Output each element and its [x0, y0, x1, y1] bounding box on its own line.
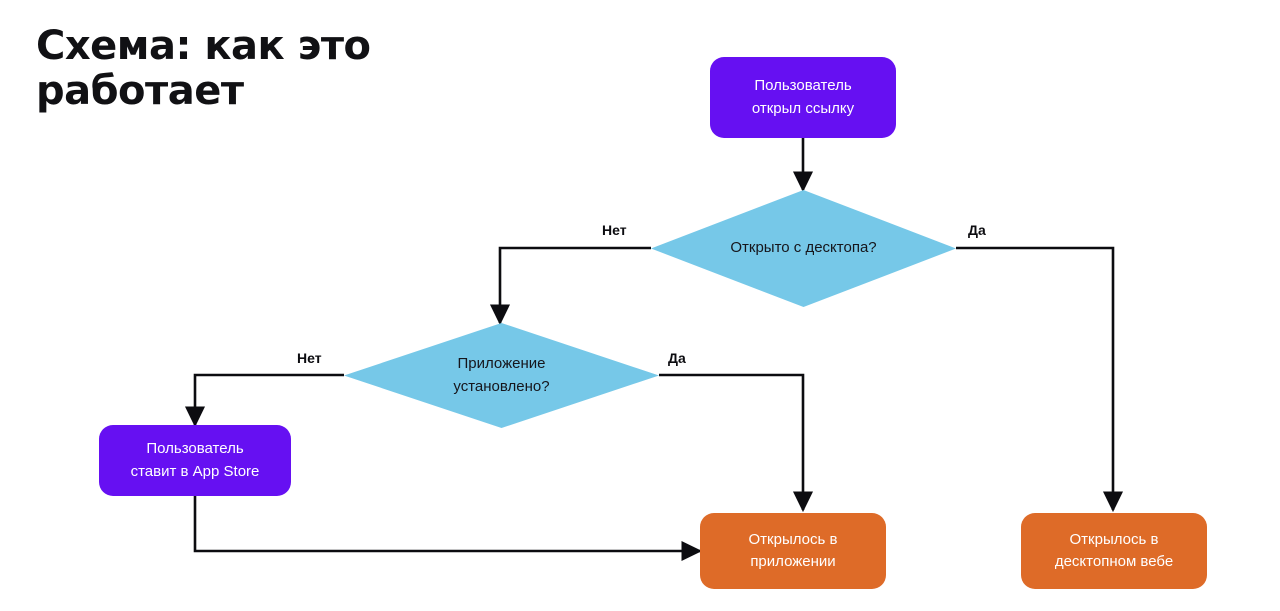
node-label: Пользователь ставит в App Store [130, 440, 260, 480]
page-title: Схема: как это работает [36, 23, 371, 114]
node-label: Открылось в десктопном вебе [1054, 530, 1174, 571]
node-label: Открылось в приложении [748, 530, 838, 571]
diamond-shape [344, 323, 659, 428]
node-decision-opened-from-desktop[interactable]: Открыто с десктопа? [651, 190, 956, 307]
node-opened-in-app[interactable]: Открылось в приложении [700, 513, 886, 589]
edge-installed-no-to-appstore [184, 373, 344, 428]
edge-appstore-to-app [193, 496, 703, 562]
node-user-opened-link[interactable]: Пользователь открыл ссылку [710, 57, 896, 138]
edge-label-installed-yes: Да [668, 350, 686, 366]
edge-desktop-no-to-installed [489, 246, 651, 326]
node-decision-app-installed[interactable]: Приложение установлено? [344, 323, 659, 428]
edge-label-desktop-yes: Да [968, 222, 986, 238]
node-label: Пользователь открыл ссылку [751, 77, 855, 117]
edge-label-desktop-no: Нет [602, 222, 627, 238]
diamond-shape [651, 190, 956, 307]
edge-label-installed-no: Нет [297, 350, 322, 366]
node-opened-in-desktop-web[interactable]: Открылось в десктопном вебе [1021, 513, 1207, 589]
edge-installed-yes-to-app [659, 373, 814, 513]
node-user-installs-app-store[interactable]: Пользователь ставит в App Store [99, 425, 291, 496]
edge-desktop-yes-to-web [956, 246, 1124, 513]
